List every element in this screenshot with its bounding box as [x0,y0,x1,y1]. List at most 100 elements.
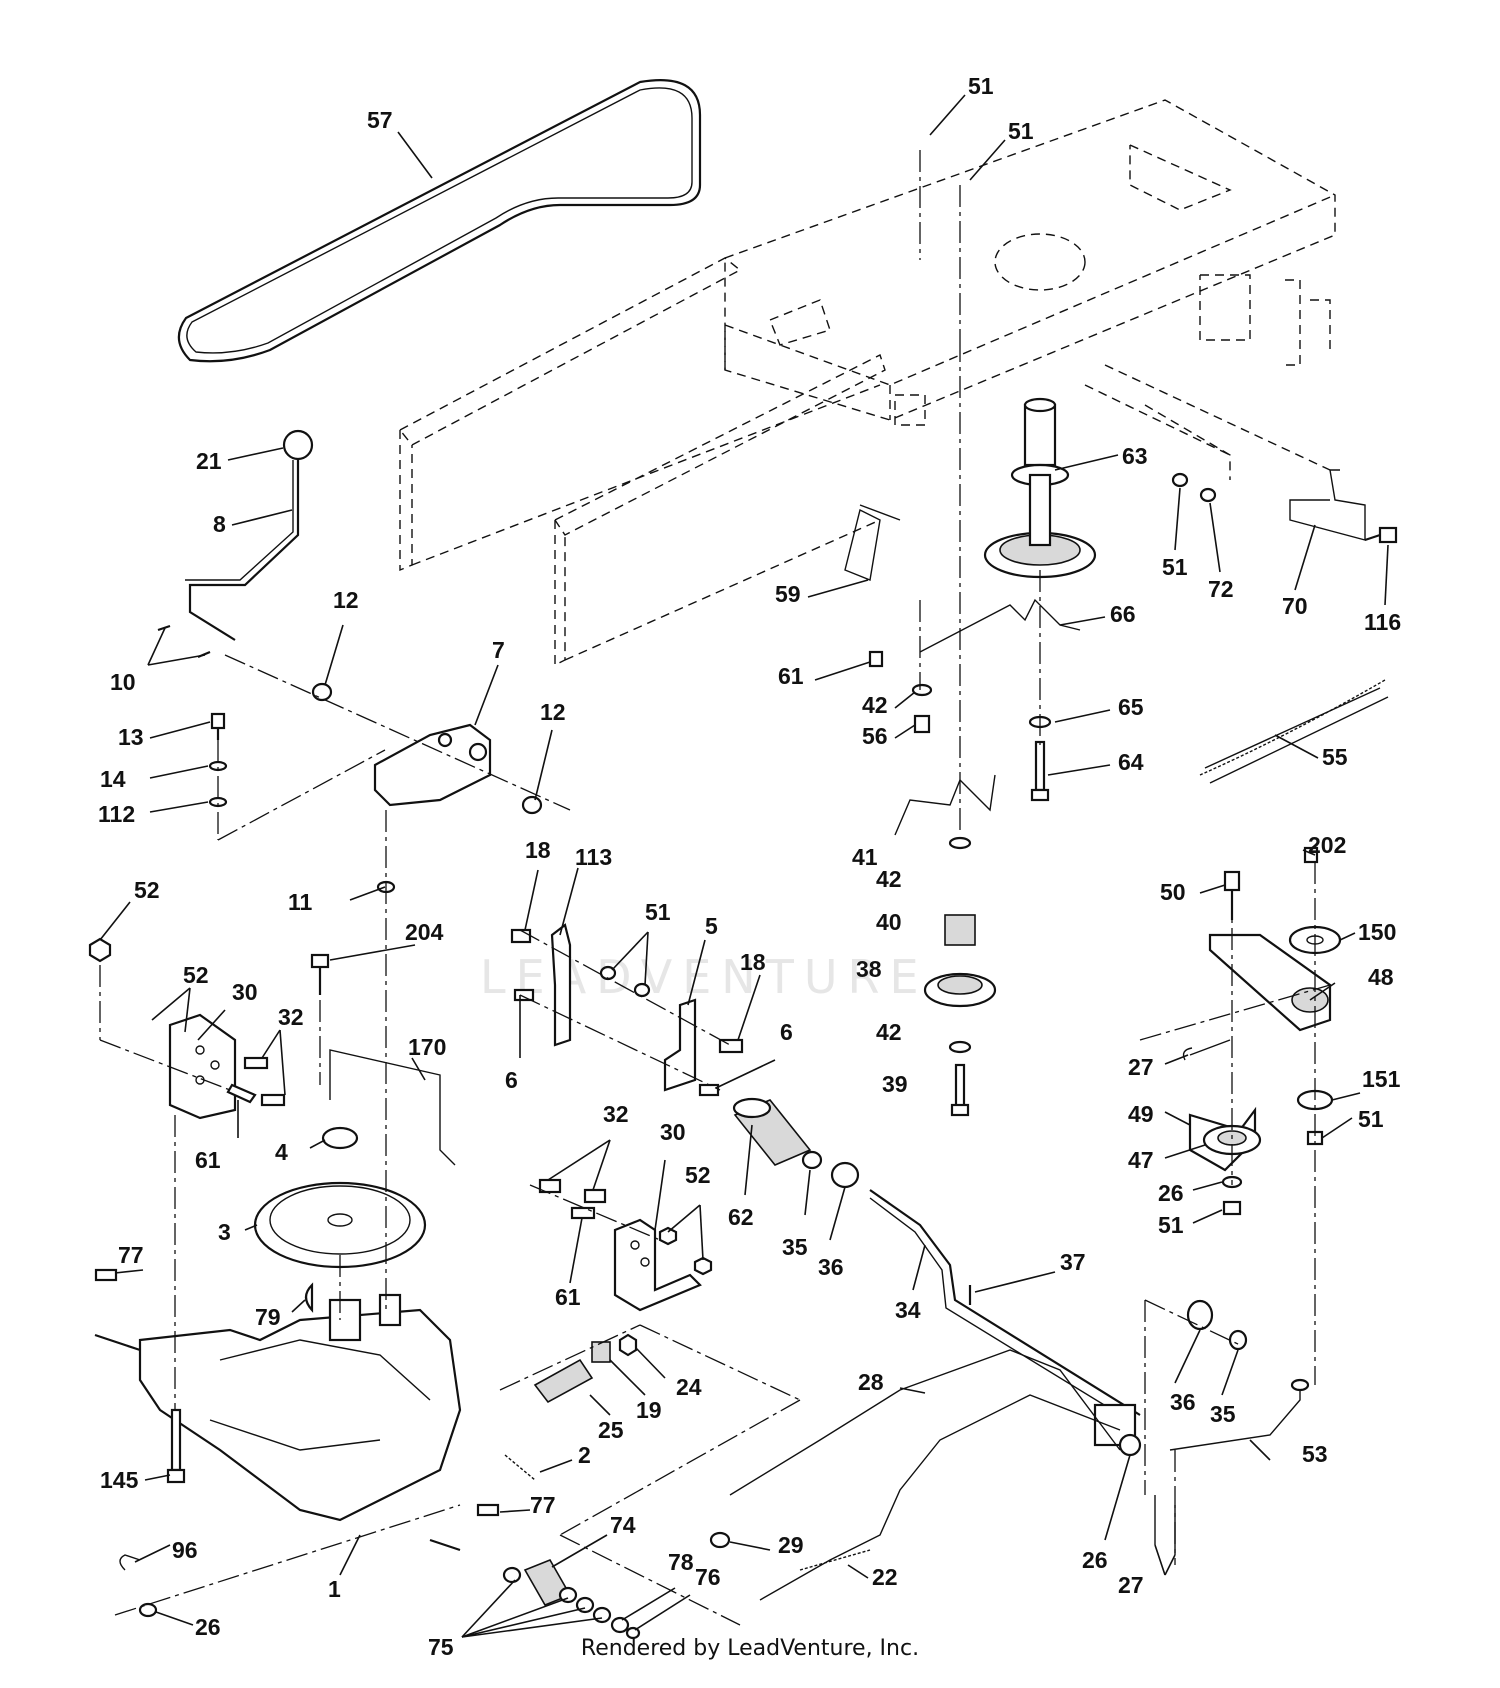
callout-56: 56 [862,723,888,749]
callout-70: 70 [1282,593,1308,619]
part-28-rod [729,1349,1121,1496]
part-77-keys [94,1268,500,1517]
callout-30: 30 [232,979,258,1005]
part-22-rod [759,1394,1121,1601]
callout-64: 64 [1118,749,1144,775]
part-27-cotter-pin-upper [1182,1039,1231,1061]
callout-75: 75 [428,1634,454,1660]
callout-40: 40 [876,909,902,935]
part-116-bolt [1364,526,1398,544]
callout-204: 204 [405,919,444,945]
callout-6: 6 [780,1019,793,1045]
callout-79: 79 [255,1304,281,1330]
part-30-bracket-left [168,1013,237,1120]
part-35-36-washers [801,1150,860,1189]
part-41-wire [894,774,996,836]
part-52-nut-left [88,937,112,963]
callout-51: 51 [968,73,994,99]
callout-3: 3 [218,1219,231,1245]
callout-51: 51 [1162,554,1188,580]
callout-61: 61 [778,663,804,689]
callout-62: 62 [728,1204,754,1230]
callout-4: 4 [275,1139,288,1165]
part-170-rod [329,1049,456,1166]
callout-96: 96 [172,1537,198,1563]
part-51-nuts-center [599,965,651,998]
callout-35: 35 [1210,1401,1236,1427]
callout-50: 50 [1160,879,1186,905]
part-61-bolt [868,650,884,668]
callout-10: 10 [110,669,136,695]
callout-14: 14 [100,766,126,792]
part-55-spring [1199,679,1389,784]
part-27-cotter-pins-lower [1154,1495,1176,1555]
callout-77: 77 [530,1492,556,1518]
callout-18: 18 [740,949,766,975]
callout-47: 47 [1128,1147,1154,1173]
callout-8: 8 [213,511,226,537]
callout-6: 6 [505,1067,518,1093]
callout-27: 27 [1128,1054,1154,1080]
callout-18: 18 [525,837,551,863]
callout-116: 116 [1364,609,1401,635]
callout-66: 66 [1110,601,1136,627]
callout-7: 7 [492,637,505,663]
callout-25: 25 [598,1417,624,1443]
part-62-bushing [732,1097,812,1166]
leader-lines [99,94,1389,1638]
callout-72: 72 [1208,576,1234,602]
callout-112: 112 [98,801,135,827]
callout-55: 55 [1322,744,1348,770]
part-42-40-38-39-stack [923,836,997,1117]
part-204-bolt [310,953,330,995]
callout-21: 21 [196,448,222,474]
part-32-bolts-center [538,1178,607,1204]
part-61-bolt-center [570,1206,596,1220]
part-51-72-nut-washer [1171,472,1217,503]
callout-34: 34 [895,1297,921,1323]
callouts: 57 51 51 21 8 10 12 7 12 13 14 112 63 51… [98,73,1401,1660]
callout-59: 59 [775,581,801,607]
callout-52: 52 [134,877,160,903]
callout-32: 32 [603,1101,629,1127]
part-18-bolt-a [510,928,532,944]
callout-5: 5 [705,913,718,939]
part-10-pins [157,624,211,659]
part-96-clip [119,1554,141,1571]
callout-42: 42 [876,1019,902,1045]
callout-36: 36 [1170,1389,1196,1415]
callout-38: 38 [856,956,882,982]
callout-49: 49 [1128,1101,1154,1127]
callout-26: 26 [195,1614,221,1640]
callout-32: 32 [278,1004,304,1030]
callout-63: 63 [1122,443,1148,469]
callout-19: 19 [636,1397,662,1423]
callout-74: 74 [610,1512,636,1538]
callout-51: 51 [1358,1106,1384,1132]
centerlines [99,150,1331,1626]
callout-52: 52 [183,962,209,988]
part-79-key [304,1282,314,1313]
callout-151: 151 [1362,1066,1401,1092]
callout-57: 57 [367,107,393,133]
callout-51: 51 [1008,118,1034,144]
callout-27: 27 [1118,1572,1144,1598]
callout-13: 13 [118,724,144,750]
callout-42: 42 [876,866,902,892]
part-70-bracket-wire [1289,469,1366,541]
part-4-ring [321,1126,359,1150]
callout-26: 26 [1082,1547,1108,1573]
part-7-bracket [373,723,492,807]
callout-30: 30 [660,1119,686,1145]
callout-145: 145 [100,1467,139,1493]
part-26-washer-left [138,1602,158,1618]
callout-24: 24 [676,1374,702,1400]
callout-61: 61 [555,1284,581,1310]
part-29-end [709,1531,731,1549]
part-59-spring-clip [844,504,901,581]
part-25-spring [533,1358,594,1404]
callout-29: 29 [778,1532,804,1558]
part-8-shift-lever [185,460,300,641]
callout-22: 22 [872,1564,898,1590]
